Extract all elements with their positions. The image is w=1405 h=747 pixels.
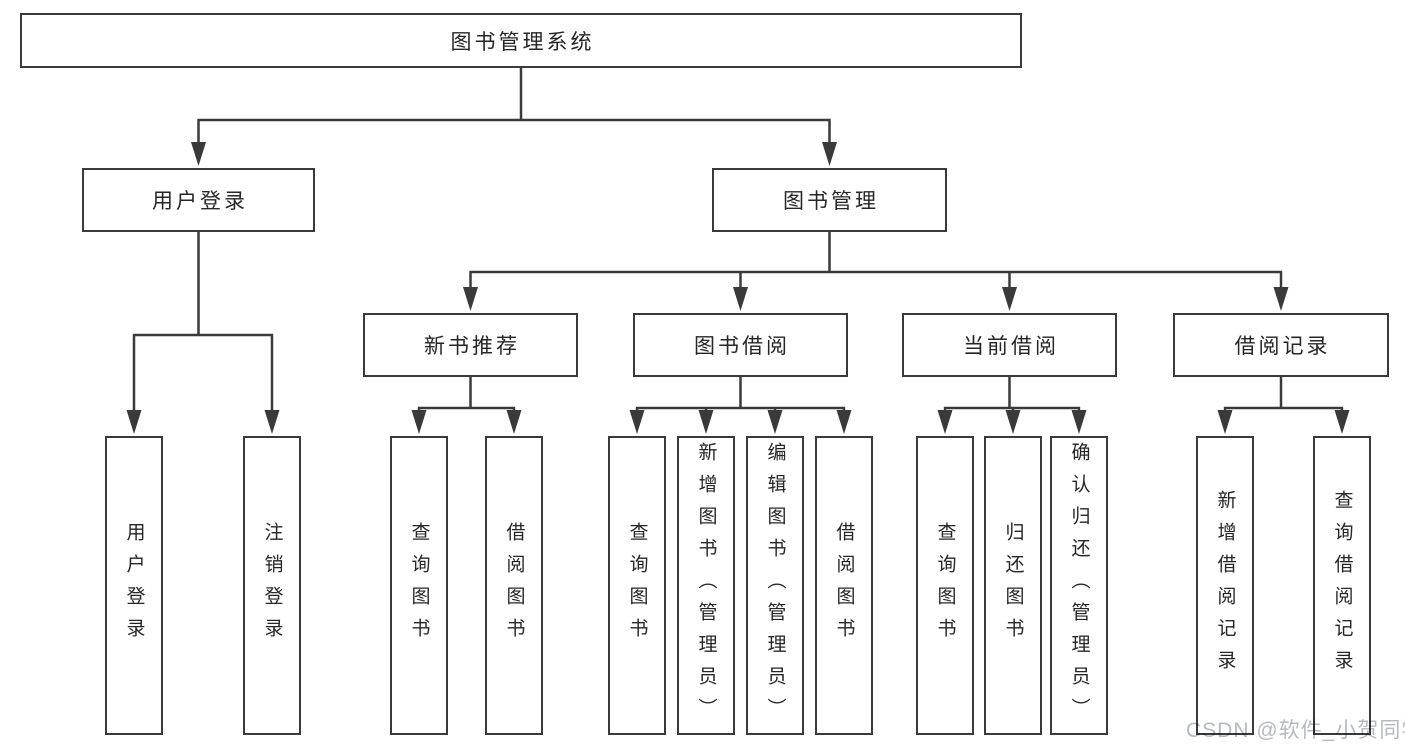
leaf-query-books-3-label: 查询图书 [934, 521, 956, 650]
leaf-borrow-books-2: 借阅图书 [815, 436, 873, 735]
node-book-management: 图书管理 [712, 168, 947, 232]
node-current-borrow: 当前借阅 [902, 313, 1117, 377]
arrow-down-icon [411, 410, 427, 434]
leaf-query-books-2: 查询图书 [608, 436, 666, 735]
arrow-down-icon [1334, 410, 1350, 434]
node-user-login-label: 用户登录 [152, 190, 248, 213]
leaf-confirm-return-admin: 确认归还（管理员） [1050, 436, 1108, 735]
arrow-down-icon [191, 142, 206, 166]
arrow-down-icon [1273, 287, 1289, 311]
arrow-down-icon [463, 287, 478, 311]
leaf-return-book: 归还图书 [984, 436, 1042, 735]
arrow-down-icon [767, 410, 783, 434]
leaf-query-books-1: 查询图书 [390, 436, 448, 735]
leaf-user-login: 用户登录 [105, 436, 163, 735]
node-new-book-recommend: 新书推荐 [363, 313, 578, 377]
arrow-down-icon [629, 410, 645, 434]
leaf-add-book-admin: 新增图书（管理员） [677, 436, 735, 735]
node-book-management-label: 图书管理 [783, 190, 879, 213]
leaf-user-login-label: 用户登录 [123, 521, 145, 650]
leaf-add-borrow-record: 新增借阅记录 [1196, 436, 1254, 735]
leaf-borrow-books-1: 借阅图书 [485, 436, 543, 735]
node-new-book-recommend-label: 新书推荐 [424, 335, 520, 358]
arrow-down-icon [1005, 410, 1021, 434]
leaf-query-borrow-record-label: 查询借阅记录 [1331, 489, 1353, 682]
node-book-borrow-label: 图书借阅 [694, 335, 790, 358]
leaf-return-book-label: 归还图书 [1002, 521, 1024, 650]
leaf-query-books-2-label: 查询图书 [626, 521, 648, 650]
csdn-watermark: CSDN @软件_小贺同学 [1186, 719, 1405, 742]
leaf-logout-label: 注销登录 [261, 521, 283, 650]
node-current-borrow-label: 当前借阅 [963, 335, 1059, 358]
arrow-down-icon [733, 287, 748, 311]
arrow-down-icon [822, 142, 837, 166]
arrow-down-icon [1071, 410, 1087, 434]
leaf-edit-book-admin: 编辑图书（管理员） [746, 436, 804, 735]
node-borrow-records-label: 借阅记录 [1234, 335, 1331, 358]
leaf-query-books-1-label: 查询图书 [408, 521, 430, 650]
leaf-borrow-books-2-label: 借阅图书 [833, 521, 855, 650]
arrow-down-icon [1217, 410, 1233, 434]
arrow-down-icon [1002, 287, 1017, 311]
leaf-borrow-books-1-label: 借阅图书 [503, 521, 525, 650]
leaf-logout: 注销登录 [243, 436, 301, 735]
leaf-confirm-return-admin-label: 确认归还（管理员） [1068, 441, 1090, 730]
node-root-label: 图书管理系统 [450, 30, 595, 54]
arrowheads [126, 142, 1350, 434]
arrow-down-icon [506, 410, 522, 434]
node-root: 图书管理系统 [20, 13, 1022, 68]
arrow-down-icon [698, 410, 714, 434]
arrow-down-icon [126, 410, 142, 434]
arrow-down-icon [836, 410, 852, 434]
leaf-add-borrow-record-label: 新增借阅记录 [1214, 489, 1236, 682]
node-borrow-records: 借阅记录 [1173, 313, 1389, 377]
leaf-edit-book-admin-label: 编辑图书（管理员） [764, 441, 786, 730]
leaf-add-book-admin-label: 新增图书（管理员） [695, 441, 717, 730]
leaf-query-borrow-record: 查询借阅记录 [1313, 436, 1371, 735]
arrow-down-icon [264, 410, 280, 434]
node-book-borrow: 图书借阅 [633, 313, 848, 377]
arrow-down-icon [937, 410, 953, 434]
node-user-login: 用户登录 [82, 168, 315, 232]
leaf-query-books-3: 查询图书 [916, 436, 974, 735]
